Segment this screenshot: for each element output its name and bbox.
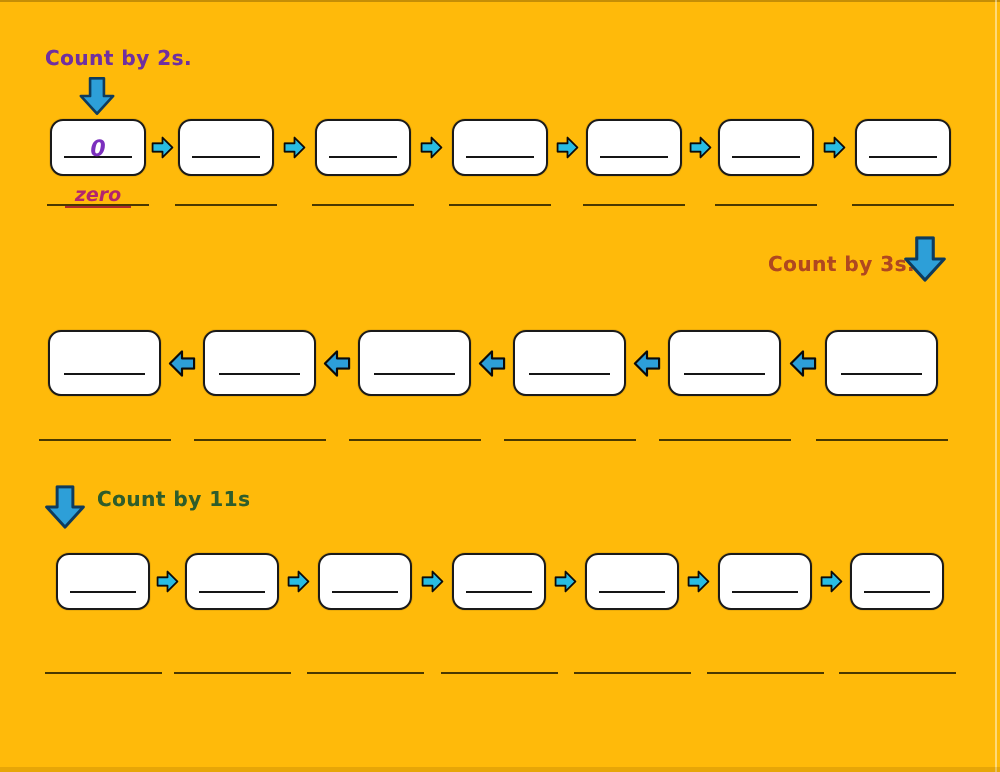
number-box[interactable] [178,119,274,176]
number-box[interactable] [56,553,150,610]
number-write-line [63,156,133,158]
word-write-line[interactable] [348,419,481,441]
number-write-line [198,591,266,593]
right-arrow-icon [420,136,443,159]
number-box[interactable] [358,330,471,396]
down-arrow-icon [45,485,85,529]
word-write-line[interactable] [44,652,162,674]
right-arrow-icon [151,136,173,159]
right-arrow-icon [287,570,310,593]
number-box[interactable] [48,330,161,396]
number-write-line [465,156,535,158]
right-arrow-icon [689,136,711,159]
page-edge-right [995,0,997,772]
number-box[interactable] [585,553,679,610]
left-arrow-icon [478,349,506,377]
word-write-line[interactable] [815,419,948,441]
right-arrow-icon [820,570,842,593]
number-box[interactable] [718,553,812,610]
number-write-line [374,373,455,375]
number-box[interactable] [452,553,546,610]
page-edge-bottom [0,767,1000,772]
word-write-line[interactable] [583,184,685,206]
right-arrow-icon [156,570,179,593]
right-arrow-icon [283,136,306,159]
right-arrow-icon [554,570,577,593]
word-write-line[interactable] [175,184,277,206]
number-box[interactable] [855,119,951,176]
number-write-line [598,591,666,593]
number-box[interactable] [668,330,781,396]
number-write-line [529,373,610,375]
word-write-line[interactable] [306,652,424,674]
number-value: 0 [90,137,106,162]
word-write-line[interactable] [312,184,414,206]
right-arrow-icon [421,570,443,593]
word-write-line[interactable] [658,419,791,441]
number-box[interactable] [203,330,316,396]
word-write-line[interactable] [173,652,291,674]
left-arrow-icon [323,349,351,377]
right-arrow-icon [556,136,578,159]
number-write-line [331,591,399,593]
section-title-count-by-3s: Count by 3s. [768,252,916,276]
word-write-line[interactable] [573,652,691,674]
word-write-line[interactable] [440,652,558,674]
number-write-line [731,591,799,593]
section-title-count-by-11s: Count by 11s [97,487,251,511]
down-arrow-icon [79,77,115,115]
page-edge-top [0,0,1000,2]
number-write-line [64,373,145,375]
number-write-line [599,156,669,158]
number-box[interactable] [586,119,682,176]
number-write-line [465,591,533,593]
left-arrow-icon [789,349,817,377]
number-write-line [868,156,938,158]
number-write-line [328,156,398,158]
word-write-line[interactable] [838,652,956,674]
word-write-line[interactable]: zero [47,184,149,208]
word-write-line[interactable] [852,184,954,206]
number-box[interactable]: 0 [50,119,146,176]
number-box[interactable] [315,119,411,176]
word-write-line[interactable] [449,184,551,206]
word-write-line[interactable] [38,419,171,441]
number-box[interactable] [850,553,944,610]
number-write-line [191,156,261,158]
number-box[interactable] [718,119,814,176]
word-write-line[interactable] [715,184,817,206]
left-arrow-icon [633,349,661,377]
number-write-line [731,156,801,158]
number-write-line [863,591,931,593]
number-write-line [841,373,922,375]
word-value: zero [64,184,132,208]
number-box[interactable] [452,119,548,176]
section-title-count-by-2s: Count by 2s. [45,46,193,70]
number-write-line [69,591,137,593]
down-arrow-icon [904,236,946,282]
word-write-line[interactable] [706,652,824,674]
number-box[interactable] [513,330,626,396]
number-write-line [219,373,300,375]
number-box[interactable] [185,553,279,610]
right-arrow-icon [687,570,710,593]
number-box[interactable] [825,330,938,396]
word-write-line[interactable] [503,419,636,441]
left-arrow-icon [168,349,196,377]
right-arrow-icon [823,136,846,159]
number-box[interactable] [318,553,412,610]
word-write-line[interactable] [193,419,326,441]
number-write-line [684,373,765,375]
